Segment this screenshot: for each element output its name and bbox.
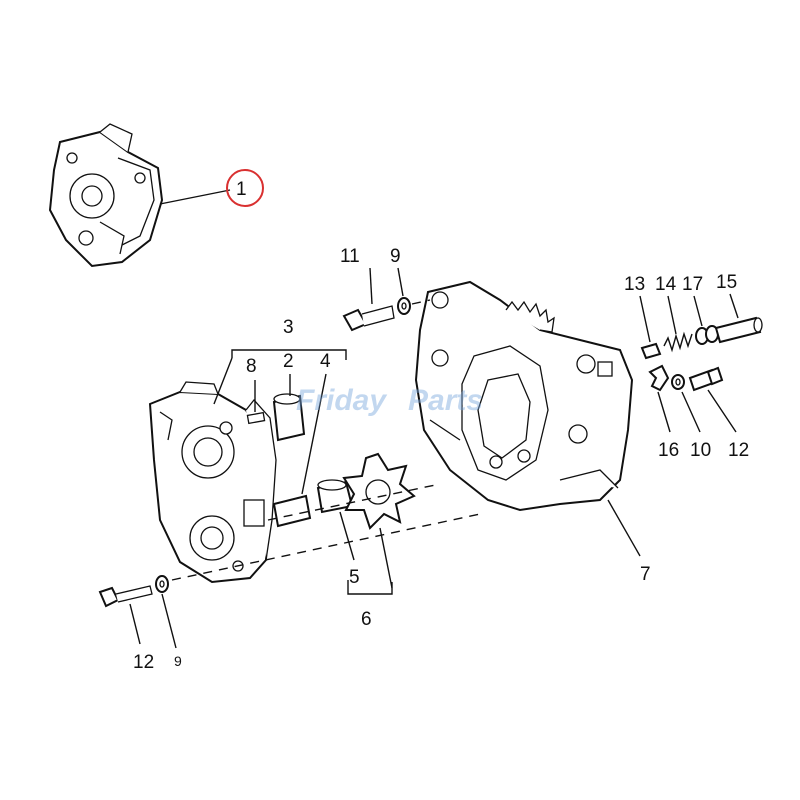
callout-12-right: 12 <box>728 440 749 461</box>
callout-1-highlight-circle <box>226 169 264 207</box>
alignment-line-lower <box>171 513 481 581</box>
alignment-line-upper <box>411 299 431 305</box>
leader-4 <box>301 373 327 495</box>
callout-10: 10 <box>690 440 711 461</box>
pump-cover-plate <box>148 381 277 584</box>
pump-housing <box>414 280 634 512</box>
washer-upper <box>397 297 411 315</box>
callout-14: 14 <box>655 274 677 295</box>
callout-12-lower: 12 <box>133 652 154 673</box>
leader-1 <box>159 189 231 205</box>
callout-17: 17 <box>682 274 703 295</box>
callout-15: 15 <box>716 272 737 293</box>
leader-3 <box>213 357 233 405</box>
callout-11: 11 <box>340 246 360 267</box>
leader-12-right <box>707 389 737 433</box>
bolt-upper <box>342 305 395 332</box>
pump-rotor-gear <box>342 452 416 530</box>
callout-9-lower: 9 <box>174 653 182 669</box>
bracket-3 <box>231 349 347 360</box>
lock-clip <box>648 364 670 392</box>
drive-shaft <box>272 479 354 528</box>
leader-17 <box>693 295 703 327</box>
callout-8: 8 <box>246 356 257 377</box>
leader-13 <box>639 295 651 343</box>
leader-14 <box>667 295 677 335</box>
callout-3: 3 <box>283 317 294 338</box>
alignment-line-mid <box>267 483 441 521</box>
washer-lower <box>155 575 169 593</box>
leader-12-lower <box>129 603 141 645</box>
relief-washer <box>695 325 719 345</box>
relief-plug <box>714 316 763 344</box>
leader-16 <box>657 391 671 433</box>
callout-1: 1 <box>236 179 247 200</box>
leader-11 <box>369 267 373 305</box>
relief-spring <box>663 331 693 353</box>
callout-4: 4 <box>320 351 331 372</box>
watermark-part1: Friday <box>296 384 387 417</box>
washer-right <box>671 374 685 390</box>
callout-13: 13 <box>624 274 645 295</box>
watermark-part2: Parts <box>408 384 483 417</box>
bolt-right <box>688 366 724 392</box>
leader-9-lower <box>161 593 177 649</box>
assembled-pump-thumbnail <box>48 123 164 268</box>
leader-15 <box>729 293 739 319</box>
bushing <box>272 393 306 442</box>
watermark: Friday Parts <box>296 384 483 417</box>
dowel-pin <box>246 411 266 425</box>
callout-5: 5 <box>349 567 360 588</box>
callout-7: 7 <box>640 564 651 585</box>
relief-plunger <box>640 342 662 360</box>
leader-5 <box>339 511 355 561</box>
leader-10 <box>681 391 701 433</box>
callout-9-upper: 9 <box>390 246 401 267</box>
callout-2: 2 <box>283 351 294 372</box>
leader-6 <box>379 527 393 589</box>
leader-9-upper <box>397 267 404 297</box>
callout-6: 6 <box>361 609 372 630</box>
callout-16: 16 <box>658 440 679 461</box>
leader-7 <box>607 499 641 557</box>
bracket-6 <box>347 580 393 595</box>
bolt-lower <box>98 585 153 608</box>
